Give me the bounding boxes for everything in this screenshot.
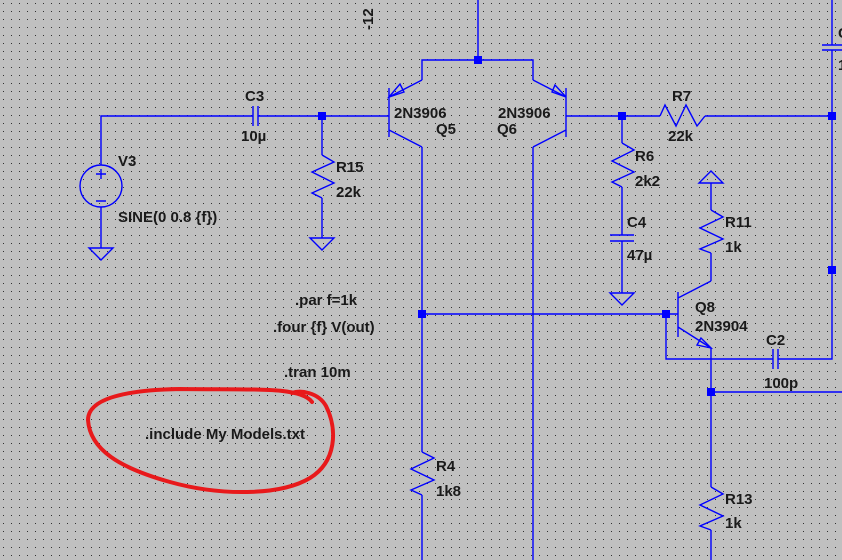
- supply-arrow-icon: [697, 170, 725, 184]
- voltage-source-v3[interactable]: V3 SINE(0 0.8 {f}): [79, 153, 217, 226]
- r13-name: R13: [725, 491, 753, 508]
- ground-icon: [308, 237, 336, 251]
- q8-model: 2N3904: [695, 318, 748, 335]
- ground-icon: [608, 292, 636, 306]
- c3-value: 10µ: [241, 128, 266, 145]
- r6-value: 2k2: [635, 173, 660, 190]
- c2-name: C2: [766, 332, 785, 349]
- q6-model: 2N3906: [498, 105, 551, 122]
- transistor-q5[interactable]: 2N3906 Q5: [386, 79, 456, 148]
- ground-icon: [87, 247, 115, 261]
- r7-value: 22k: [668, 128, 694, 145]
- q5-name: Q5: [436, 121, 456, 138]
- v3-name: V3: [118, 153, 136, 170]
- supply-label: -12: [360, 8, 377, 30]
- r4-name: R4: [436, 458, 456, 475]
- r15-name: R15: [336, 159, 364, 176]
- resistor-r13[interactable]: R13 1k: [698, 486, 753, 532]
- r7-name: R7: [672, 88, 691, 105]
- q8-name: Q8: [695, 299, 715, 316]
- q5-model: 2N3906: [394, 105, 447, 122]
- resistor-r15[interactable]: R15 22k: [310, 154, 364, 201]
- r11-name: R11: [725, 214, 752, 231]
- v3-value: SINE(0 0.8 {f}): [118, 209, 217, 226]
- resistor-r7[interactable]: R7 22k: [659, 88, 706, 145]
- directive-four[interactable]: .four {f} V(out): [273, 319, 375, 336]
- r11-value: 1k: [725, 239, 742, 256]
- transistor-q6[interactable]: 2N3906 Q6: [497, 79, 567, 148]
- capacitor-edge[interactable]: C 1: [822, 25, 842, 74]
- red-circle-annotation: [85, 386, 336, 495]
- c4-name: C4: [627, 214, 647, 231]
- wires[interactable]: [100, 0, 842, 560]
- junctions: [318, 56, 836, 396]
- r15-value: 22k: [336, 184, 362, 201]
- resistor-r6[interactable]: R6 2k2: [610, 142, 660, 190]
- q6-name: Q6: [497, 121, 517, 138]
- c2-value: 100p: [764, 375, 798, 392]
- r6-name: R6: [635, 148, 654, 165]
- transistor-q8[interactable]: Q8 2N3904: [677, 280, 748, 350]
- capacitor-c4[interactable]: C4 47µ: [610, 214, 652, 264]
- capacitor-c2[interactable]: C2 100p: [764, 332, 798, 392]
- directive-par[interactable]: .par f=1k: [295, 292, 358, 309]
- edge-cap-name: C: [838, 25, 842, 42]
- resistor-r11[interactable]: R11 1k: [698, 209, 752, 256]
- r4-value: 1k8: [436, 483, 461, 500]
- r13-value: 1k: [725, 515, 742, 532]
- capacitor-c3[interactable]: C3 10µ: [241, 88, 266, 145]
- c4-value: 47µ: [627, 247, 652, 264]
- directive-include[interactable]: .include My Models.txt: [145, 426, 305, 443]
- c3-name: C3: [245, 88, 264, 105]
- edge-cap-value: 1: [838, 57, 842, 74]
- resistor-r4[interactable]: R4 1k8: [409, 451, 461, 500]
- directive-tran[interactable]: .tran 10m: [284, 364, 351, 381]
